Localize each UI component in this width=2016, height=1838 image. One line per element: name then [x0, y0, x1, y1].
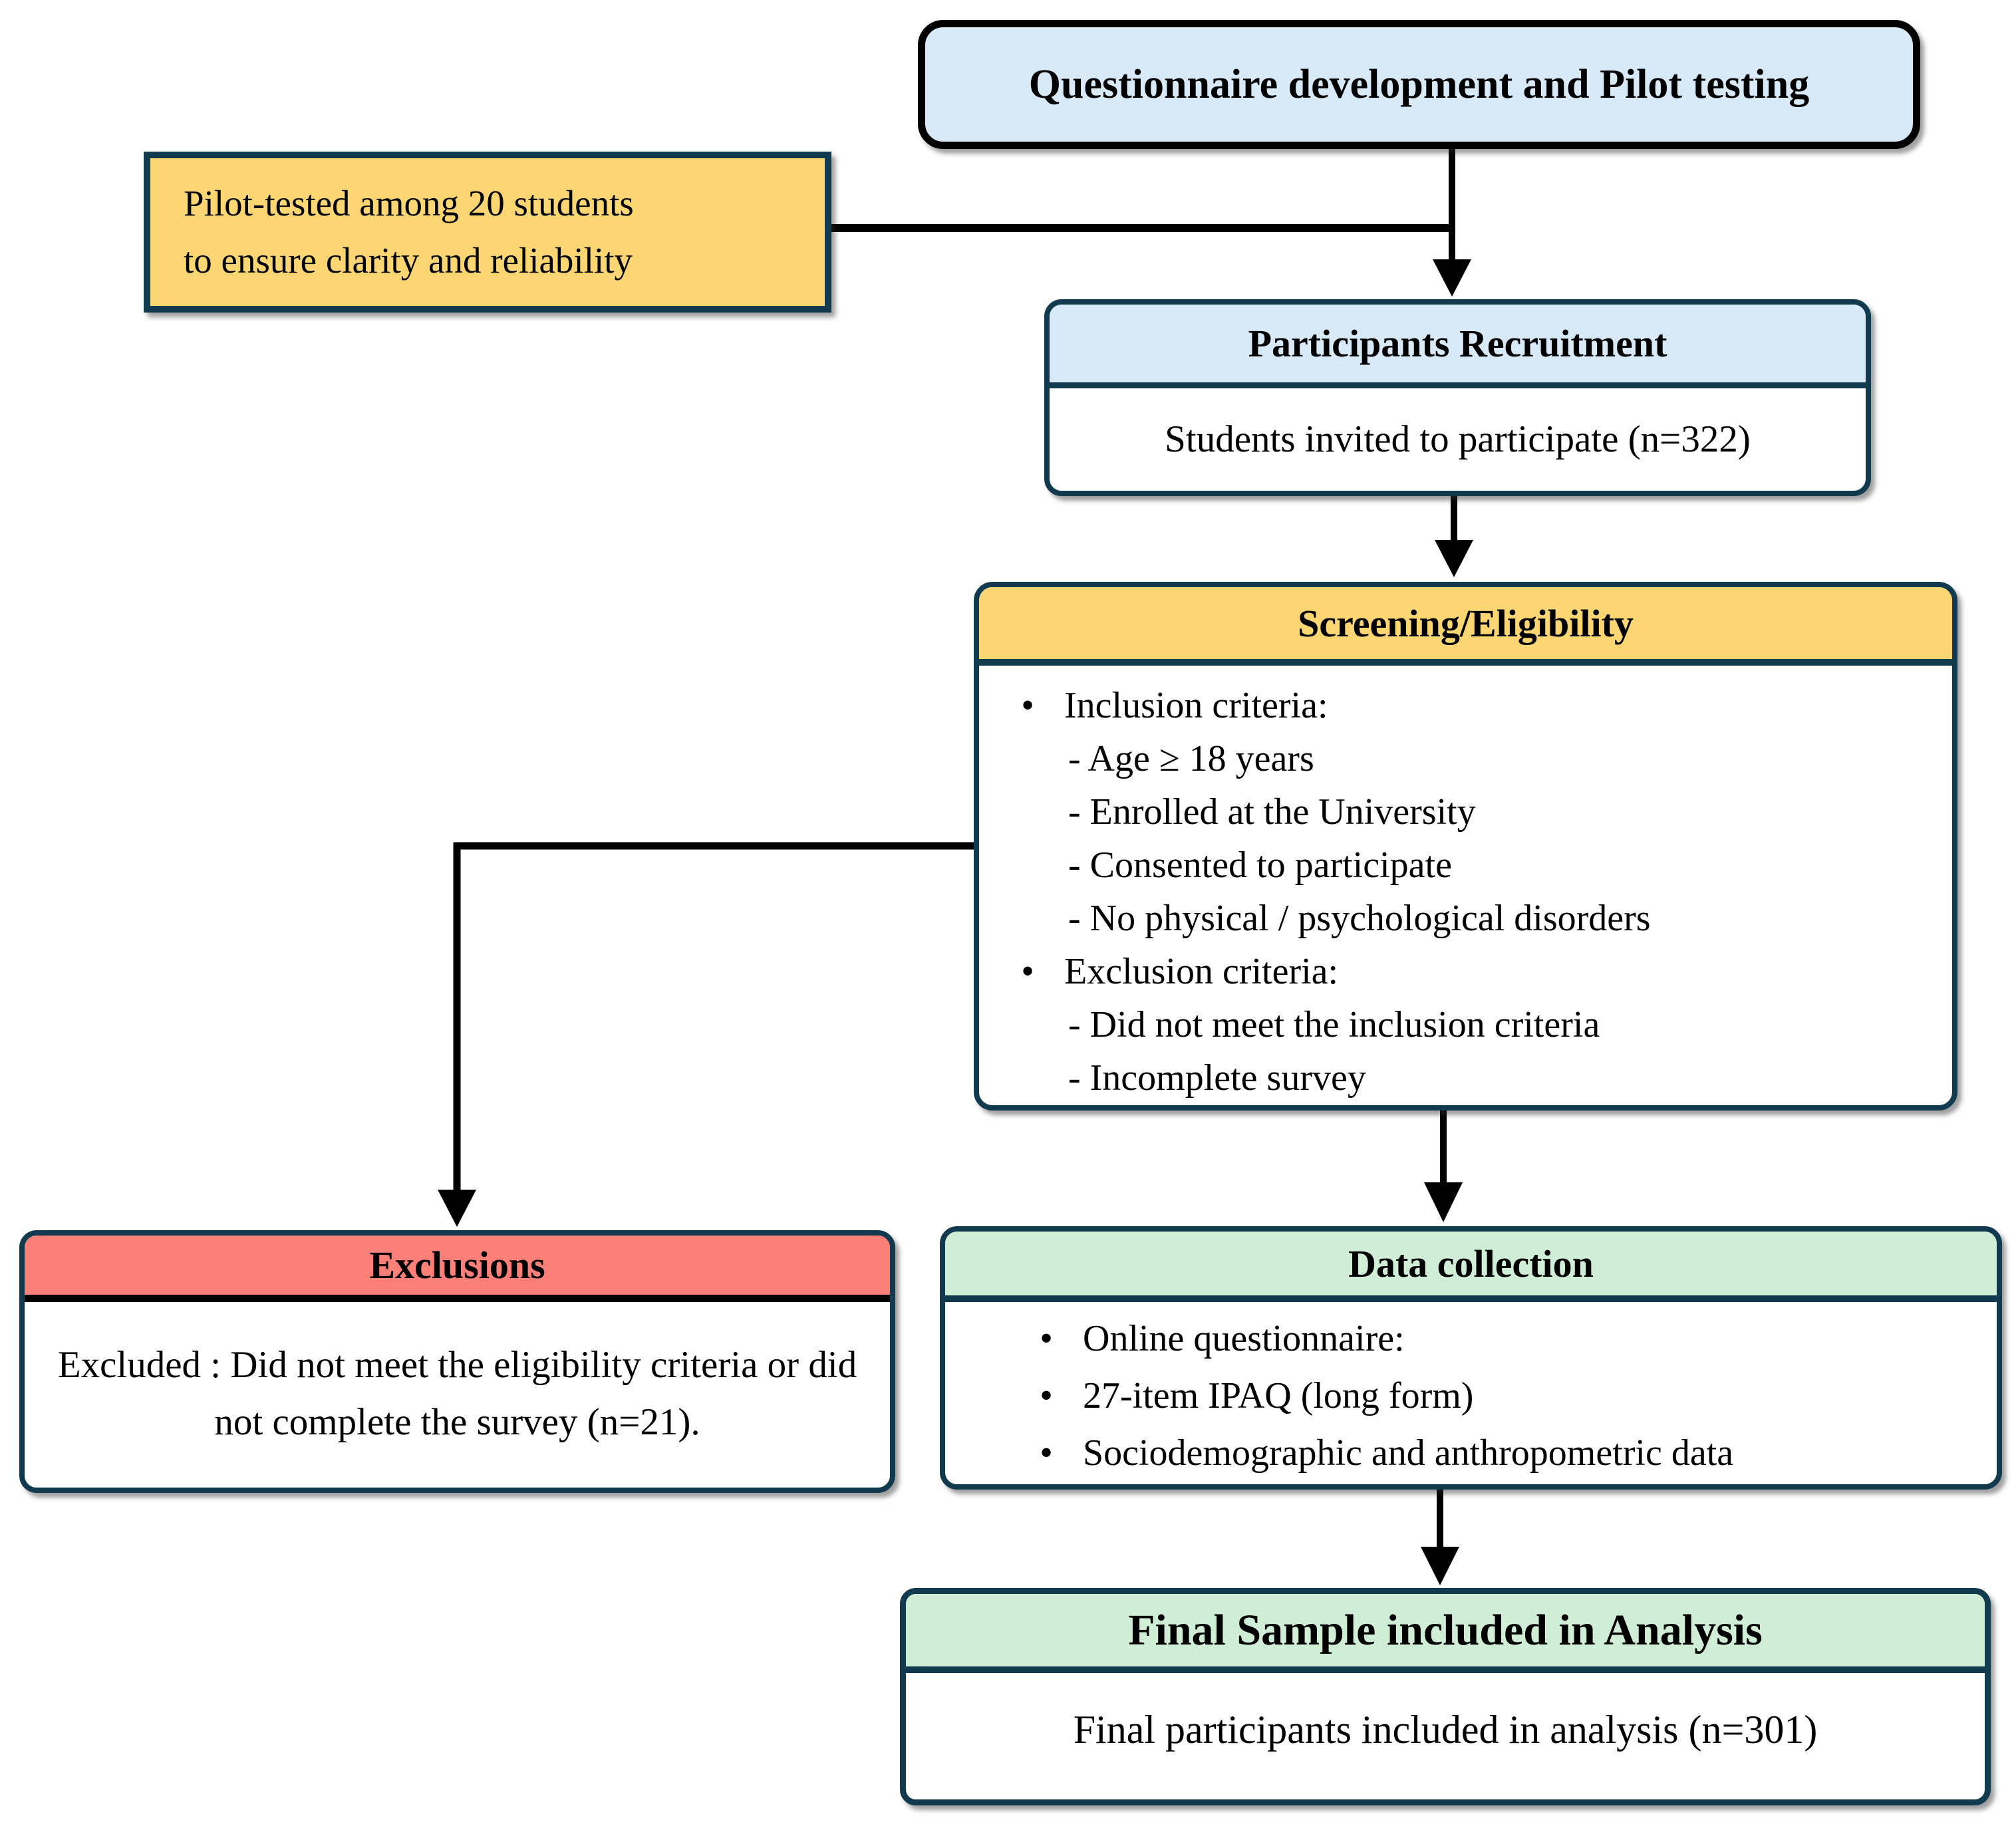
questionnaire-development-box: Questionnaire development and Pilot test… [918, 20, 1920, 149]
inclusion-criteria-subitem: - Age ≥ 18 years [1068, 738, 1314, 779]
participants-recruitment-box: Participants Recruitment Students invite… [1044, 299, 1871, 496]
pilot-note-box: Pilot-tested among 20 students to ensure… [144, 152, 831, 313]
bullet-icon: • [1040, 1318, 1053, 1359]
final-sample-body: Final participants included in analysis … [1073, 1707, 1818, 1752]
pilot-note-line: Pilot-tested among 20 students [184, 183, 634, 224]
data-collection-item: • 27-item IPAQ (long form) [1035, 1367, 1983, 1424]
arrow-questionnaire-to-recruitment-head [1433, 259, 1471, 297]
exclusions-header: Exclusions [25, 1236, 890, 1302]
pilot-note-line: to ensure clarity and reliability [184, 240, 633, 281]
data-collection-item-label: Sociodemographic and anthropometric data [1083, 1432, 1734, 1474]
inclusion-criteria-subitem: - No physical / psychological disorders [1068, 898, 1651, 939]
screening-eligibility-body: • Inclusion criteria: - Age ≥ 18 years -… [979, 666, 1952, 1105]
data-collection-header: Data collection [945, 1232, 1997, 1302]
exclusion-criteria-subitem: - Did not meet the inclusion criteria [1068, 1004, 1600, 1045]
final-sample-box: Final Sample included in Analysis Final … [900, 1588, 1991, 1805]
data-collection-item-label: 27-item IPAQ (long form) [1083, 1375, 1474, 1416]
bullet-icon: • [1021, 685, 1034, 726]
arrow-screening-to-exclusions-head [438, 1190, 476, 1227]
arrow-recruitment-to-screening-head [1435, 540, 1473, 577]
data-collection-box: Data collection • Online questionnaire: … [940, 1226, 2002, 1490]
exclusion-criteria-item: • Exclusion criteria: [1016, 945, 1932, 998]
data-collection-item: • Online questionnaire: [1035, 1310, 1983, 1367]
bullet-icon: • [1040, 1432, 1053, 1474]
bullet-icon: • [1021, 951, 1034, 992]
bullet-icon: • [1040, 1375, 1053, 1416]
participants-recruitment-body: Students invited to participate (n=322) [1165, 418, 1751, 460]
inclusion-criteria-subitem: - Consented to participate [1068, 845, 1452, 886]
screening-eligibility-header: Screening/Eligibility [979, 587, 1952, 666]
arrow-data-to-final-head [1421, 1547, 1459, 1585]
exclusion-criteria-label: Exclusion criteria: [1064, 951, 1339, 992]
exclusions-body: Excluded : Did not meet the eligibility … [57, 1344, 857, 1443]
participants-recruitment-header: Participants Recruitment [1050, 305, 1866, 388]
screening-eligibility-box: Screening/Eligibility • Inclusion criter… [974, 582, 1957, 1111]
data-collection-item: • Sociodemographic and anthropometric da… [1035, 1424, 1983, 1482]
final-sample-header: Final Sample included in Analysis [906, 1594, 1985, 1673]
exclusions-box: Exclusions Excluded : Did not meet the e… [19, 1230, 895, 1493]
inclusion-criteria-subitem: - Enrolled at the University [1068, 791, 1476, 833]
questionnaire-development-title: Questionnaire development and Pilot test… [1028, 61, 1810, 107]
exclusion-criteria-subitem: - Incomplete survey [1068, 1057, 1366, 1099]
data-collection-item-label: Online questionnaire: [1083, 1318, 1405, 1359]
inclusion-criteria-item: • Inclusion criteria: [1016, 679, 1932, 732]
data-collection-body: • Online questionnaire: • 27-item IPAQ (… [945, 1302, 1997, 1482]
arrow-screening-to-data-head [1424, 1182, 1463, 1222]
inclusion-criteria-label: Inclusion criteria: [1064, 685, 1328, 726]
